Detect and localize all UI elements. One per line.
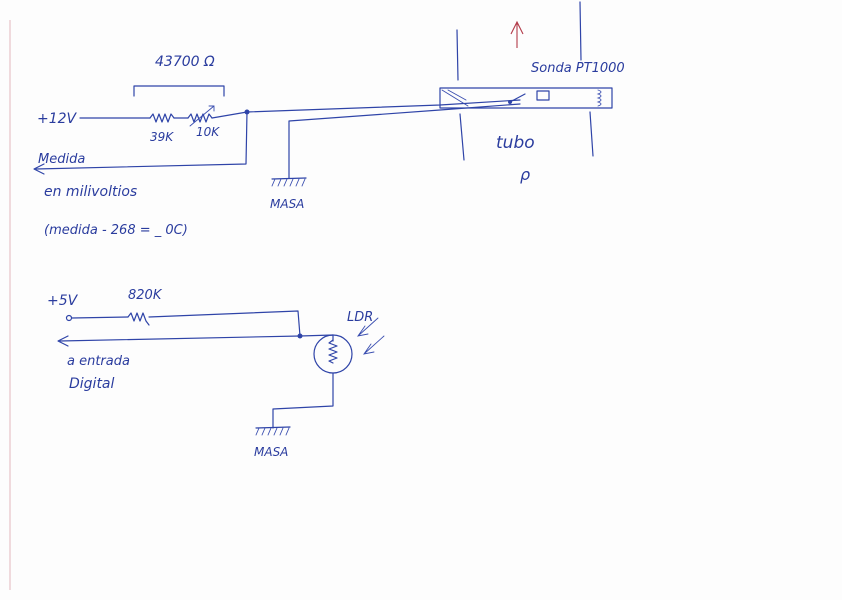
- wire-probe-lower: [288, 103, 521, 179]
- wire-supply-5v: [71, 316, 129, 319]
- light-arrow-2-icon: [362, 335, 385, 355]
- output-arrow-2: [57, 335, 69, 347]
- circuit-ldr: +5V 820K a entrada Digital LDR MASA: [47, 288, 385, 459]
- wire-to-node-2: [148, 310, 301, 337]
- wire-to-node: [211, 111, 248, 119]
- ground-label-1: MASA: [270, 197, 304, 211]
- resistor-820k: [127, 312, 150, 326]
- ldr-element: [328, 339, 338, 364]
- measurement-label-line1: Medida: [38, 152, 85, 167]
- pt1000-element: [536, 90, 550, 101]
- tube-wall-right: [579, 1, 594, 157]
- probe-tip-coil: [596, 89, 602, 107]
- ground-hatch-2: [255, 427, 290, 436]
- probe-contact-dot: [508, 100, 512, 104]
- probe-body: [439, 87, 613, 109]
- digital-label-line1: a entrada: [67, 354, 130, 369]
- probe-label: Sonda PT1000: [531, 61, 625, 76]
- probe-fitting-hatch: [441, 89, 469, 107]
- digital-label-line2: Digital: [69, 376, 115, 392]
- ldr-label: LDR: [347, 310, 373, 325]
- resistor-10k-label: 10K: [196, 125, 220, 139]
- flow-arrow-icon: [510, 20, 524, 48]
- resistor-820k-label: 820K: [128, 288, 163, 303]
- measurement-label-line2: en milivoltios: [44, 184, 137, 200]
- supply-5v-terminal: [65, 314, 73, 322]
- resistor-10k: [187, 113, 213, 123]
- probe-contact: [509, 93, 526, 103]
- total-resistance-label: 43700 Ω: [155, 54, 215, 70]
- wire-measurement-output: [35, 111, 248, 170]
- tube-wall-left: [456, 29, 465, 161]
- wire-digital-output: [59, 335, 301, 342]
- output-arrow-1: [33, 163, 45, 175]
- ground-bar-1: [271, 177, 307, 180]
- wire-ldr-ground: [272, 372, 334, 429]
- wire-probe-upper: [246, 99, 521, 113]
- supply-12v-label: +12V: [37, 111, 78, 127]
- circuit-pt1000: +12V 43700 Ω 39K 10K Medida en milivolti…: [33, 1, 625, 238]
- ground-hatch-1: [271, 178, 306, 187]
- variable-resistor-arrow: [189, 105, 215, 127]
- ground-label-2: MASA: [254, 445, 288, 459]
- ground-bar-2: [255, 426, 291, 429]
- tube-label: tubo: [496, 133, 535, 153]
- tube-symbol: ρ: [520, 165, 530, 184]
- formula-label: (medida - 268 = _ 0C): [44, 223, 188, 238]
- resistor-39k: [149, 113, 175, 123]
- resistance-bracket: [133, 85, 225, 97]
- light-arrow-1-icon: [356, 317, 379, 337]
- supply-5v-label: +5V: [47, 293, 79, 309]
- resistor-39k-label: 39K: [150, 130, 174, 144]
